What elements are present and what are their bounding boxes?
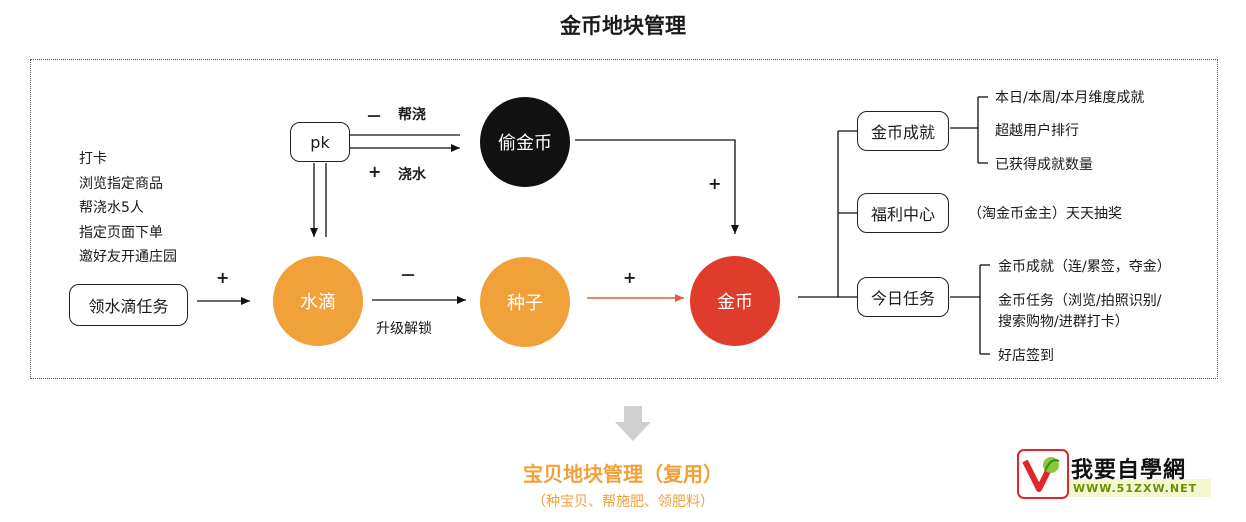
drop-to-seed-label: 升级解锁 <box>376 321 432 337</box>
subtitle: 宝贝地块管理（复用） <box>523 462 723 486</box>
list-item: 指定页面下单 <box>79 224 163 241</box>
achievement-item: 超越用户排行 <box>995 123 1079 139</box>
list-item: 浏览指定商品 <box>79 175 163 192</box>
collect-task-node: 领水滴任务 <box>69 284 188 326</box>
page-title: 金币地块管理 <box>560 14 686 38</box>
seed-node: 种子 <box>480 257 570 347</box>
subtitle-note: （种宝贝、帮施肥、领肥料） <box>532 494 714 510</box>
steal-coin-node: 偷金币 <box>480 97 570 187</box>
list-item: 邀好友开通庄园 <box>79 249 177 265</box>
pk-help-sign: － <box>366 107 383 126</box>
welfare-note: （淘金币金主）天天抽奖 <box>968 206 1122 222</box>
down-arrow-icon <box>615 406 651 441</box>
pk-help-label: 帮浇 <box>398 107 426 123</box>
achievement-item: 本日/本周/本月维度成就 <box>995 90 1145 106</box>
achievement-item: 已获得成就数量 <box>995 157 1093 173</box>
daily-item: 搜索购物/进群打卡） <box>998 314 1129 330</box>
steal-to-coin-sign: + <box>708 174 722 193</box>
diagram-frame <box>30 59 1218 379</box>
logo-text: 我要自學網 <box>1071 458 1187 483</box>
pk-water-sign: + <box>368 162 382 181</box>
daily-item: 金币任务（浏览/拍照识别/ <box>998 293 1162 309</box>
task-to-drop-sign: + <box>216 268 230 287</box>
logo-url: WWW.51ZXW.NET <box>1070 482 1201 495</box>
list-item: 打卡 <box>79 151 107 167</box>
drop-to-seed-sign: － <box>400 266 417 285</box>
edge-steal-to-coin <box>575 139 739 234</box>
coin-node: 金币 <box>690 256 780 346</box>
daily-tasks-node: 今日任务 <box>857 277 949 317</box>
daily-item: 金币成就（连/累签，夺金） <box>998 259 1171 275</box>
coin-achievement-node: 金币成就 <box>857 111 949 151</box>
daily-item: 好店签到 <box>998 348 1054 364</box>
task-list: 打卡 浏览指定商品 帮浇水5人 指定页面下单 邀好友开通庄园 <box>79 147 177 270</box>
pk-water-label: 浇水 <box>398 167 426 183</box>
pk-node: pk <box>290 122 350 162</box>
welfare-center-node: 福利中心 <box>857 193 949 233</box>
list-item: 帮浇水5人 <box>79 200 144 216</box>
water-drop-node: 水滴 <box>273 256 363 346</box>
seed-to-coin-sign: + <box>623 268 637 287</box>
